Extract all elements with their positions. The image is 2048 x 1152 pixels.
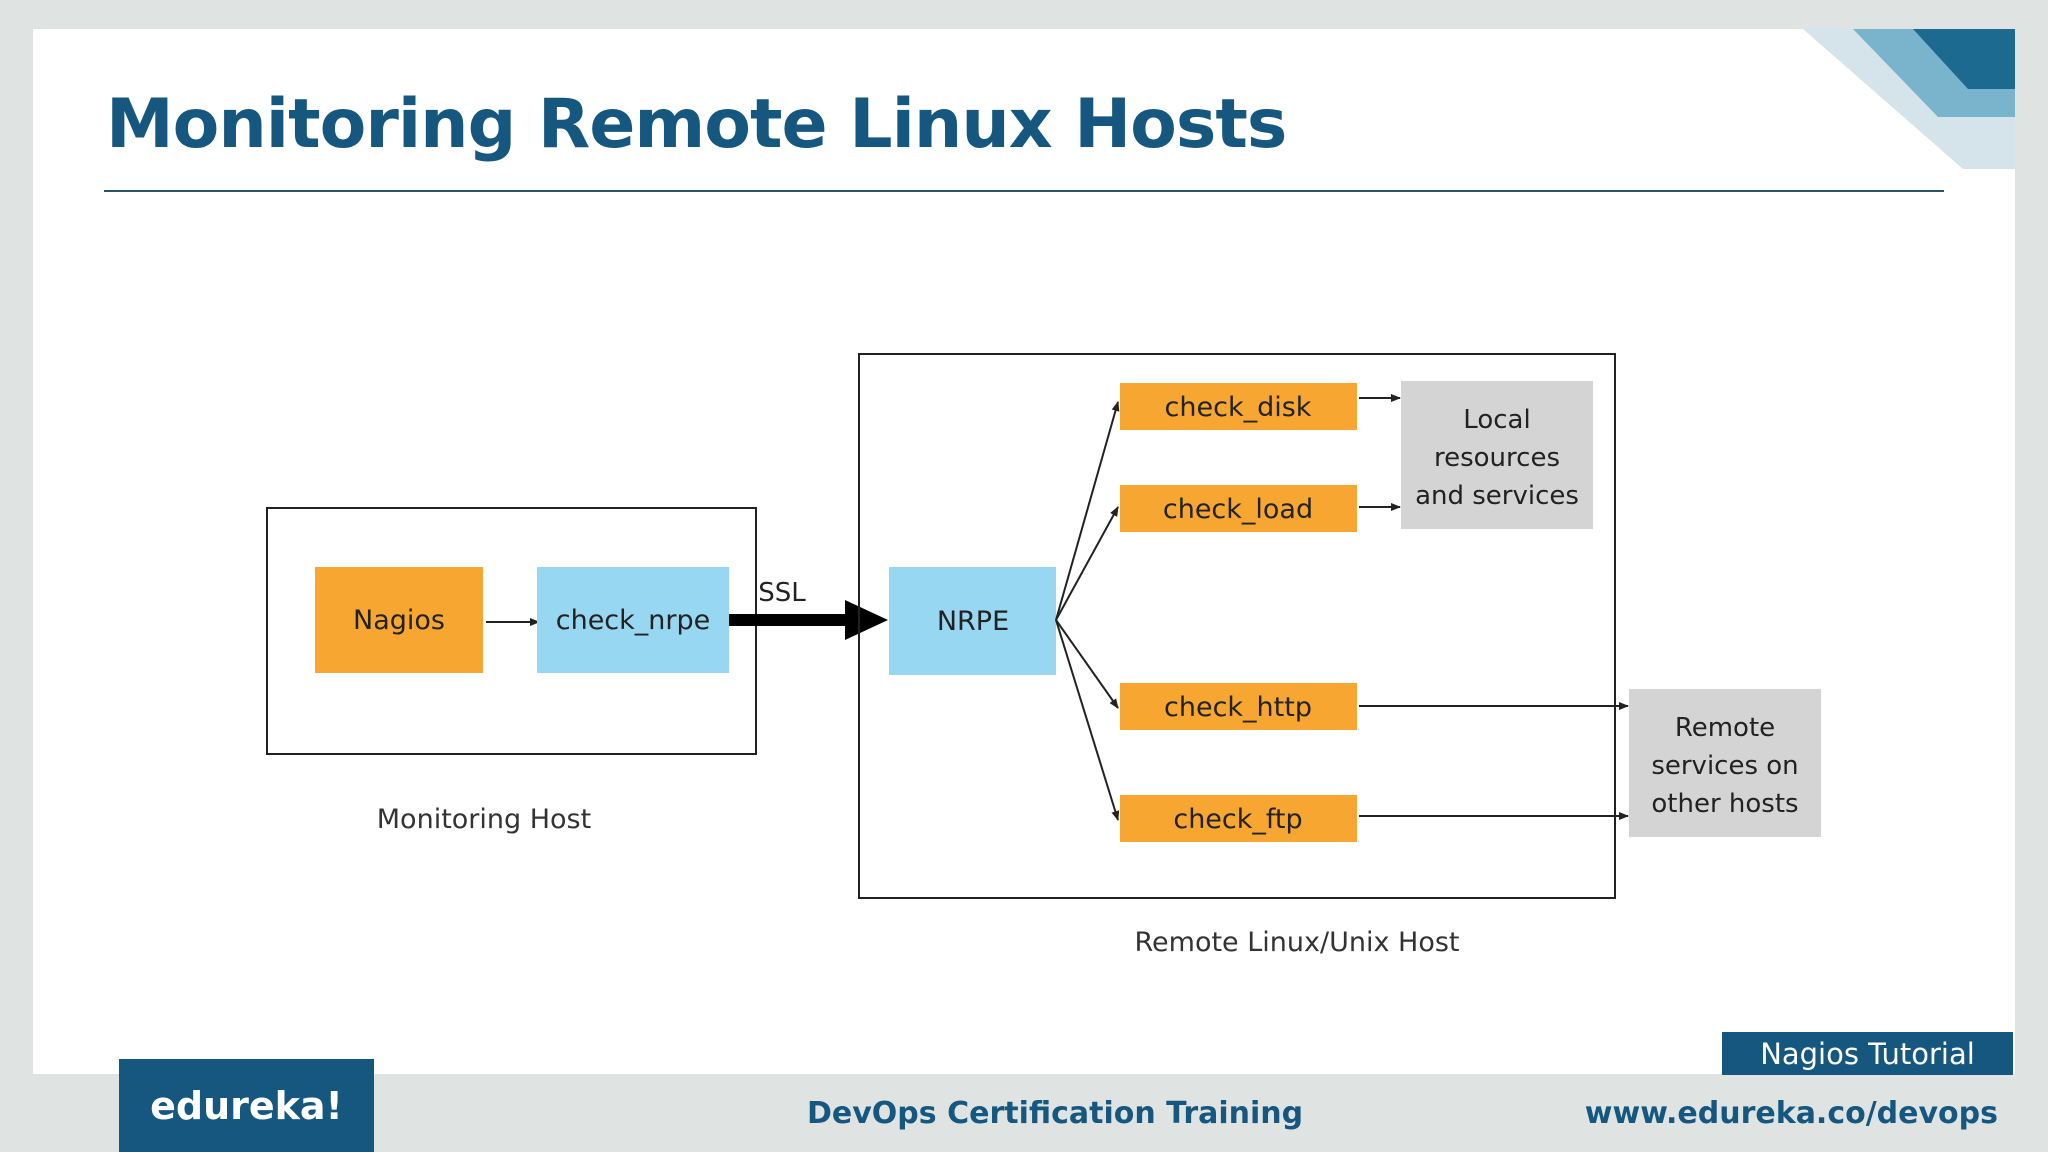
nrpe-to-check-http-arrow bbox=[1055, 619, 1119, 709]
check-disk-label: check_disk bbox=[1165, 392, 1312, 423]
title-divider bbox=[104, 190, 1944, 192]
nrpe-node bbox=[889, 567, 1056, 675]
remote-services-line-3: other hosts bbox=[1651, 789, 1798, 819]
nrpe-to-check-ftp-arrow bbox=[1055, 619, 1120, 821]
nrpe-diagram: Nagios check_nrpe Monitoring Host SSL NR… bbox=[266, 353, 1821, 958]
local-resources-line-2: resources bbox=[1434, 443, 1560, 473]
monitoring-host-label: Monitoring Host bbox=[377, 804, 591, 835]
remote-host-box bbox=[858, 353, 1616, 899]
check-ftp-label: check_ftp bbox=[1173, 804, 1302, 835]
check-load-label: check_load bbox=[1163, 494, 1313, 525]
topic-badge: Nagios Tutorial bbox=[1722, 1032, 2013, 1075]
check-ftp-node bbox=[1120, 795, 1357, 842]
check-http-node bbox=[1120, 683, 1357, 730]
check-http-label: check_http bbox=[1164, 692, 1312, 723]
local-resources-line-1: Local bbox=[1463, 405, 1530, 435]
ssl-label: SSL bbox=[758, 578, 806, 608]
course-url[interactable]: www.edureka.co/devops bbox=[1584, 1096, 1998, 1131]
check-disk-node bbox=[1120, 383, 1357, 430]
nagios-node bbox=[315, 567, 483, 673]
remote-services-line-2: services on bbox=[1651, 751, 1798, 781]
check-nrpe-node bbox=[537, 567, 729, 673]
check-nrpe-label: check_nrpe bbox=[556, 605, 711, 636]
nagios-label: Nagios bbox=[353, 605, 445, 636]
remote-services-line-1: Remote bbox=[1675, 713, 1775, 743]
edureka-logo: edureka! bbox=[119, 1059, 374, 1152]
nrpe-label: NRPE bbox=[937, 606, 1009, 637]
monitoring-host-box bbox=[266, 507, 757, 755]
nrpe-to-check-load-arrow bbox=[1055, 506, 1119, 621]
nrpe-to-check-disk-arrow bbox=[1055, 401, 1120, 621]
slide: Monitoring Remote Linux Hosts Nagios che… bbox=[33, 29, 2015, 1074]
remote-services-node bbox=[1629, 689, 1821, 837]
local-resources-node bbox=[1401, 381, 1593, 529]
remote-host-label: Remote Linux/Unix Host bbox=[1134, 927, 1459, 958]
local-resources-line-3: and services bbox=[1415, 481, 1579, 511]
course-name: DevOps Certification Training bbox=[807, 1096, 1304, 1131]
corner-decoration bbox=[1803, 29, 2015, 169]
slide-title: Monitoring Remote Linux Hosts bbox=[106, 85, 1287, 164]
ssl-arrow-head bbox=[845, 600, 888, 640]
check-load-node bbox=[1120, 485, 1357, 532]
